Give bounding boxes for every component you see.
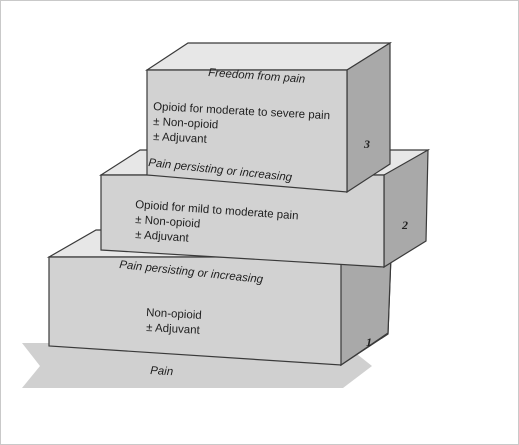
step1-number: 1 [366,335,372,349]
step1-line-1: Non-opioid [146,307,202,322]
step2-line-2: ± Non-opioid [135,214,201,231]
label-bottom: Pain [150,365,174,378]
step2-line-3: ± Adjuvant [135,229,190,245]
step3-line-2: ± Non-opioid [153,116,219,131]
step2-number: 2 [401,218,408,232]
step3-line-3: ± Adjuvant [153,131,208,146]
step3-front-face [146,69,348,193]
step3-number: 3 [363,137,370,151]
step1-text: Non-opioid ± Adjuvant [146,307,202,337]
step1-line-2: ± Adjuvant [146,322,201,337]
